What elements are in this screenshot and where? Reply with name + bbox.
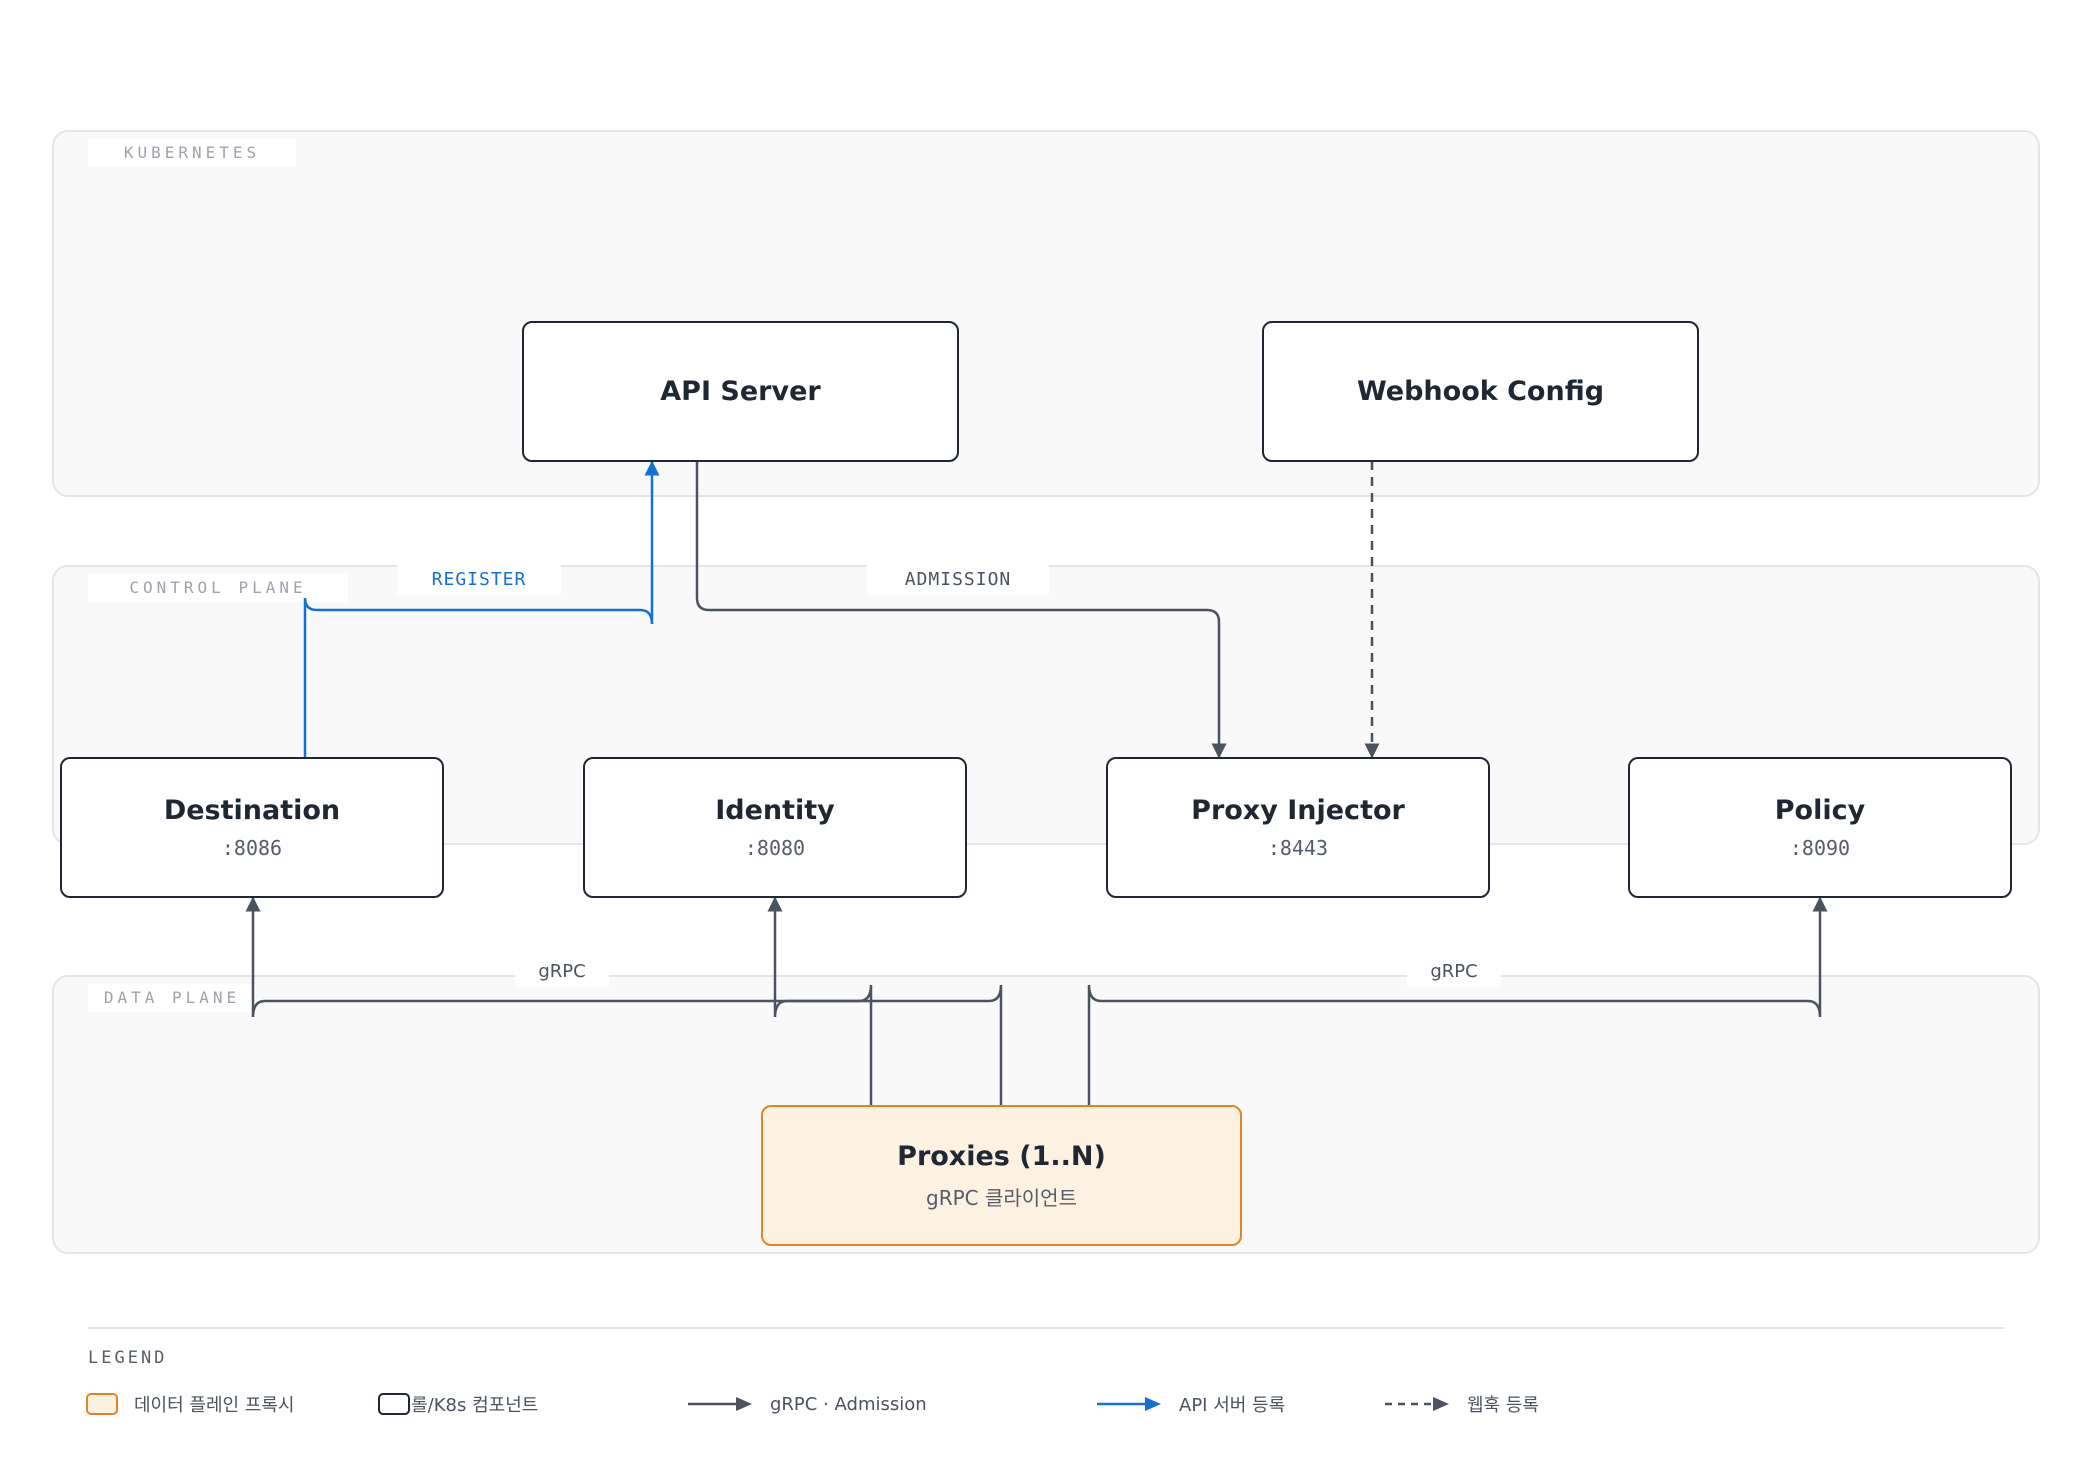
legend-label-webhook: 웹훅 등록 (1467, 1395, 1539, 1416)
region-label-data-plane: DATA PLANE (88, 984, 256, 1012)
edge-label-grpc-left: gRPC (515, 957, 609, 987)
node-webhook-config-title: Webhook Config (1356, 376, 1605, 407)
edge-register (303, 460, 660, 758)
region-kubernetes (52, 130, 2040, 497)
node-identity-port: :8080 (744, 836, 806, 860)
node-identity[interactable]: Identity :8080 (583, 757, 967, 898)
legend-item-grpc: gRPC · Admission (688, 1388, 927, 1420)
component-swatch-icon (378, 1393, 410, 1415)
legend-title: LEGEND (88, 1348, 168, 1368)
edge-label-admission: ADMISSION (867, 565, 1049, 595)
node-policy-port: :8090 (1789, 836, 1851, 860)
legend-label-component: 컨트롤/K8s 컴포넌트 (378, 1395, 539, 1416)
legend-item-api-register: API 서버 등록 (1097, 1388, 1285, 1420)
node-api-server-title: API Server (660, 376, 821, 407)
edge-grpc-identity (767, 896, 1003, 1105)
dashed-arrow-icon (1385, 1397, 1449, 1411)
proxy-swatch-icon (86, 1393, 118, 1415)
edge-grpc-destination (245, 896, 873, 1105)
node-policy-title: Policy (1774, 795, 1866, 826)
legend-item-proxy: 데이터 플레인 프록시 (86, 1388, 294, 1420)
region-label-control-plane: CONTROL PLANE (88, 574, 348, 602)
node-identity-title: Identity (715, 795, 835, 826)
node-proxies-subtitle: gRPC 클라이언트 (926, 1185, 1077, 1210)
legend-label-proxy: 데이터 플레인 프록시 (134, 1395, 295, 1416)
edge-grpc-policy (1087, 896, 1828, 1105)
node-proxy-injector-port: :8443 (1267, 836, 1329, 860)
gray-arrow-icon (688, 1397, 752, 1411)
legend-item-webhook: 웹훅 등록 (1385, 1388, 1539, 1420)
region-label-kubernetes: KUBERNETES (88, 139, 296, 167)
legend-label-grpc: gRPC · Admission (770, 1393, 927, 1415)
node-api-server[interactable]: API Server (522, 321, 959, 462)
node-proxy-injector-title: Proxy Injector (1191, 795, 1405, 826)
legend-divider (88, 1327, 2004, 1329)
node-destination-port: :8086 (221, 836, 283, 860)
node-destination-title: Destination (163, 795, 341, 826)
node-webhook-config[interactable]: Webhook Config (1262, 321, 1699, 462)
edge-label-grpc-right: gRPC (1407, 957, 1501, 987)
legend-item-component: 컨트롤/K8s 컴포넌트 (378, 1388, 538, 1420)
node-proxy-injector[interactable]: Proxy Injector :8443 (1106, 757, 1490, 898)
edge-label-register: REGISTER (397, 565, 561, 595)
edge-admission (695, 461, 1227, 759)
legend-label-api-register: API 서버 등록 (1179, 1395, 1286, 1416)
node-proxies[interactable]: Proxies (1..N) gRPC 클라이언트 (761, 1105, 1242, 1246)
blue-arrow-icon (1097, 1397, 1161, 1411)
node-destination[interactable]: Destination :8086 (60, 757, 444, 898)
node-proxies-title: Proxies (1..N) (897, 1140, 1106, 1172)
node-policy[interactable]: Policy :8090 (1628, 757, 2012, 898)
